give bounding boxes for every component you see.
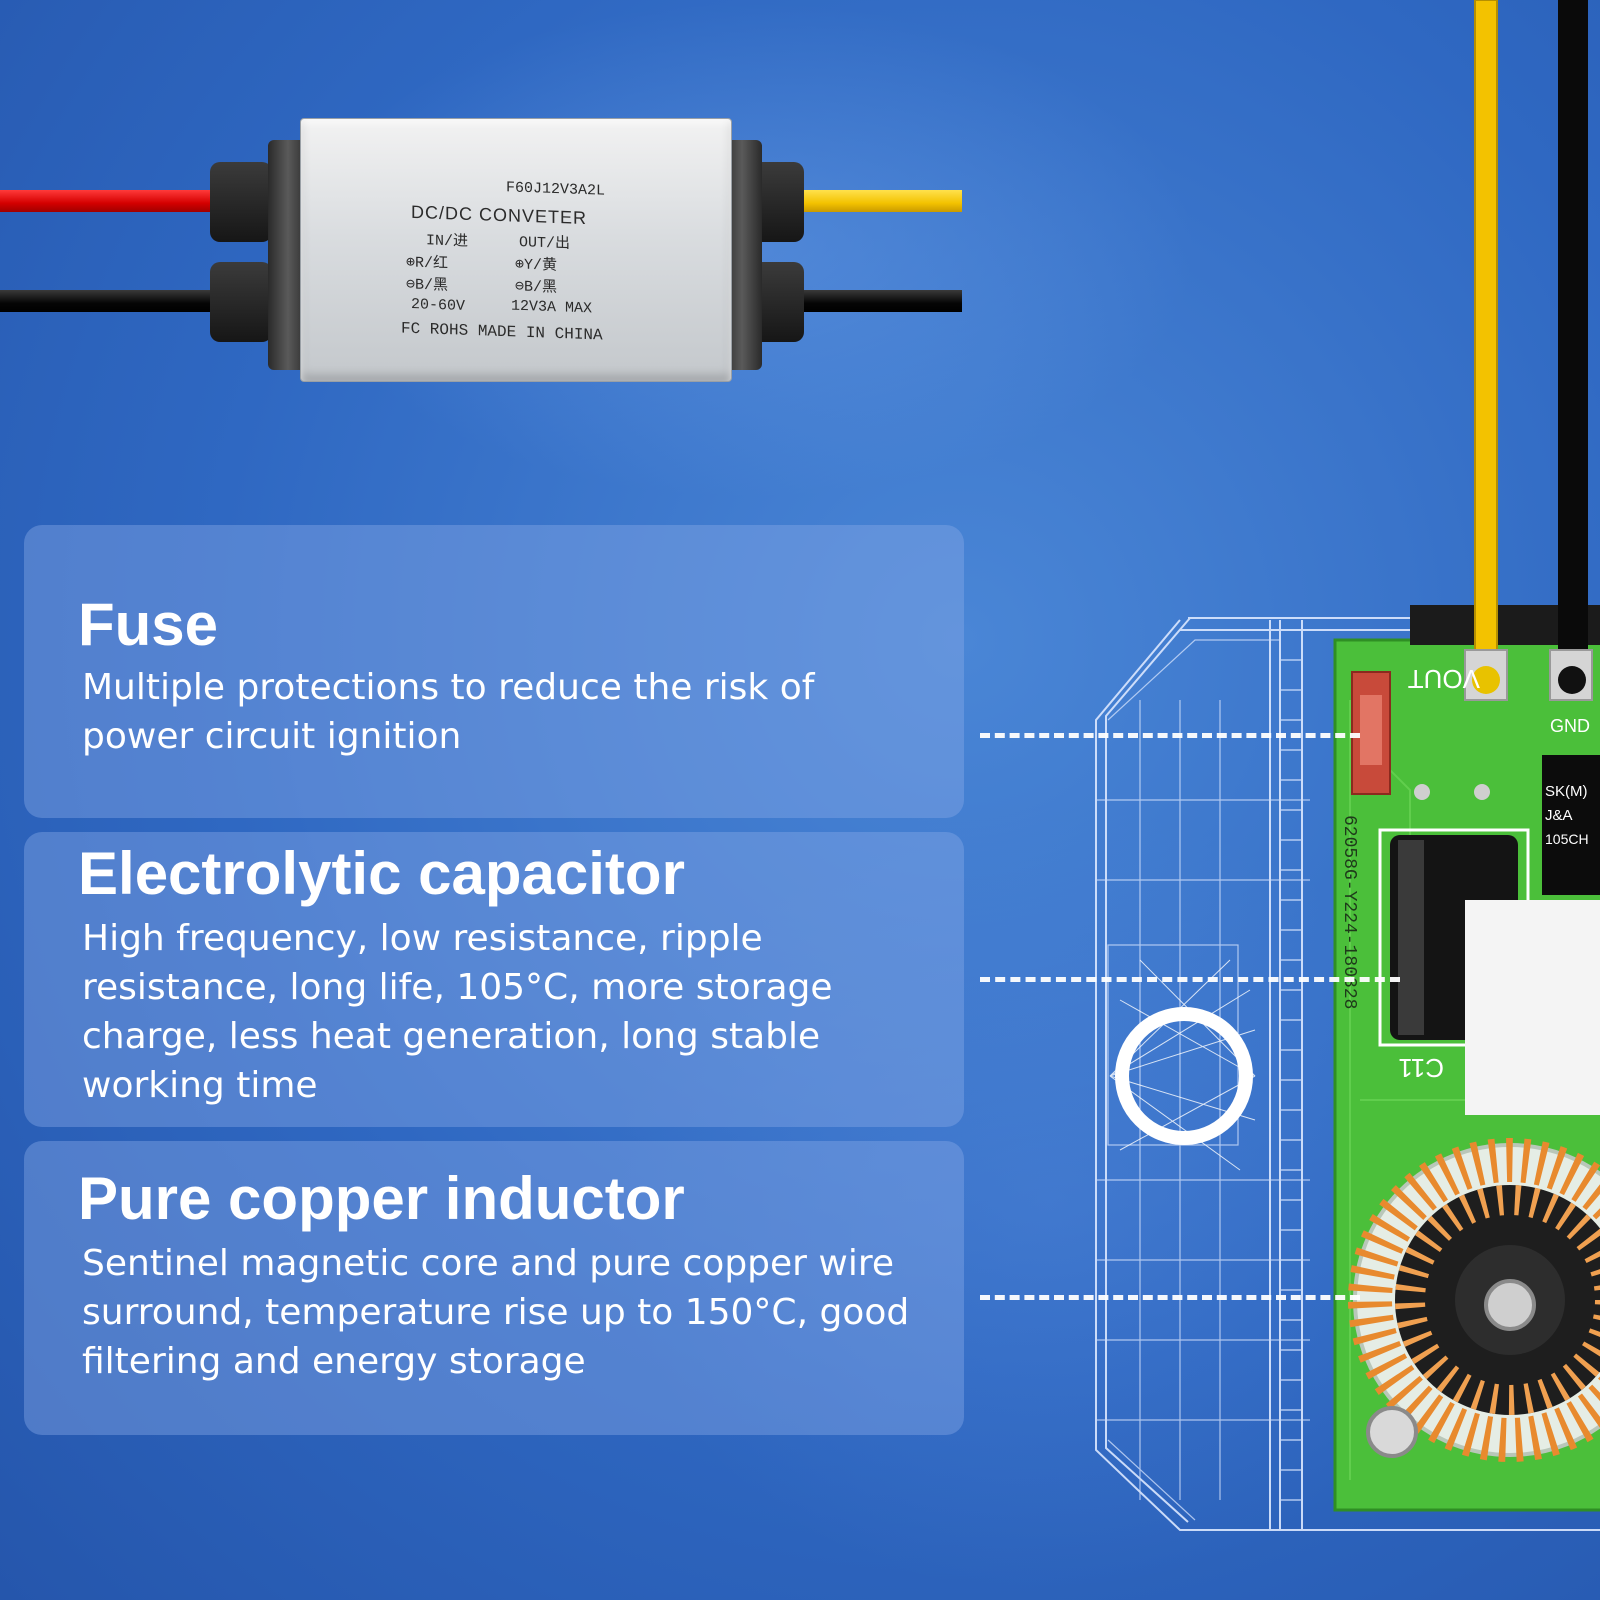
feature-description: Multiple protections to reduce the risk … xyxy=(82,667,815,757)
input-negative-wire xyxy=(0,290,240,312)
inductor-callout-line xyxy=(980,1295,1360,1300)
solder-pads xyxy=(1464,649,1593,701)
feature-title: Electrolytic capacitor xyxy=(78,840,685,907)
board-yellow-wire xyxy=(1474,0,1498,701)
input-label: IN/进 xyxy=(426,232,469,251)
pcb-screw xyxy=(1366,1406,1418,1458)
input-positive-label: ⊕R/红 xyxy=(406,254,449,273)
converter-housing: F60J12V3A2L DC/DC CONVETER IN/进 ⊕R/红 ⊖B/… xyxy=(300,118,732,382)
pcb-white-area xyxy=(1465,900,1600,1115)
input-grommet-top xyxy=(210,162,272,242)
ic-chip: SK(M) J&A 105CH xyxy=(1542,755,1600,895)
gnd-silkscreen: GND xyxy=(1550,716,1590,736)
capacitor-callout-line xyxy=(980,977,1400,982)
feature-title: Fuse xyxy=(78,591,219,658)
svg-text:105CH: 105CH xyxy=(1545,831,1589,847)
output-label: OUT/出 xyxy=(519,234,571,253)
fuse-element xyxy=(1360,695,1382,765)
board-black-wire xyxy=(1558,0,1588,700)
capacitor-ref: C11 xyxy=(1398,1053,1444,1083)
converter-product-image: F60J12V3A2L DC/DC CONVETER IN/进 ⊕R/红 ⊖B/… xyxy=(0,100,980,400)
vout-silkscreen: VOUT xyxy=(1408,664,1480,694)
svg-text:J&A: J&A xyxy=(1545,807,1573,824)
output-negative-label: ⊖B/黑 xyxy=(515,278,558,297)
compliance-footer: FC ROHS MADE IN CHINA xyxy=(401,319,603,345)
feature-description: High frequency, low resistance, ripple r… xyxy=(82,918,833,1106)
input-positive-wire xyxy=(0,190,240,212)
input-negative-label: ⊖B/黑 xyxy=(406,276,449,295)
model-number: F60J12V3A2L xyxy=(506,179,606,200)
input-voltage-range: 20-60V xyxy=(411,296,466,315)
pcb-board-illustration: VOUT GND 62058G-Y224-180328 C11 SK(M) J&… xyxy=(1095,0,1600,1531)
copper-inductor xyxy=(1348,1138,1600,1462)
pcb-code: 62058G-Y224-180328 xyxy=(1339,815,1359,1009)
feature-description: Sentinel magnetic core and pure copper w… xyxy=(82,1243,910,1382)
svg-text:SK(M): SK(M) xyxy=(1545,783,1588,800)
fuse-callout-line xyxy=(980,733,1360,738)
wireframe-mount-hole xyxy=(1109,959,1256,1171)
input-grommet-bottom xyxy=(210,262,272,342)
feature-card-inductor: Pure copper inductor Sentinel magnetic c… xyxy=(24,1141,964,1435)
feature-title: Pure copper inductor xyxy=(78,1165,685,1232)
product-name: DC/DC CONVETER xyxy=(411,201,588,229)
output-rating: 12V3A MAX xyxy=(511,297,593,318)
feature-card-capacitor: Electrolytic capacitor High frequency, l… xyxy=(24,832,964,1127)
output-positive-label: ⊕Y/黄 xyxy=(515,256,558,275)
feature-card-fuse: Fuse Multiple protections to reduce the … xyxy=(24,525,964,818)
